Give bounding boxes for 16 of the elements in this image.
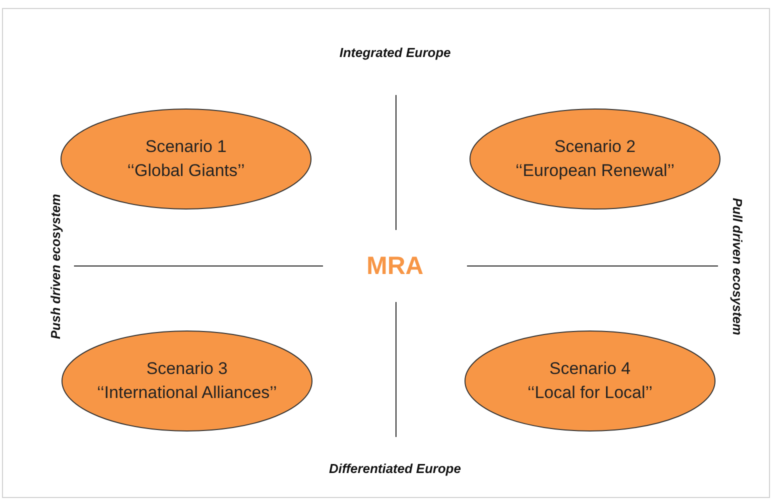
axis-label: Differentiated Europe <box>329 460 461 476</box>
axis-label: Integrated Europe <box>340 44 451 60</box>
scenario-title: Scenario 4 <box>549 358 631 380</box>
axis-label: Push driven ecosystem <box>48 193 63 339</box>
center-label: MRA <box>366 252 424 280</box>
scenario-name: ‘‘International Alliances’’ <box>97 382 277 404</box>
scenario-title: Scenario 2 <box>554 136 636 158</box>
scenario-name: ‘‘European Renewal’’ <box>515 160 675 182</box>
axis-label: Pull driven ecosystem <box>730 197 745 335</box>
scenario-ellipse <box>464 330 716 432</box>
scenario-name: ‘‘Global Giants’’ <box>127 160 245 182</box>
scenario-title: Scenario 1 <box>145 136 227 158</box>
scenario-ellipse <box>469 108 721 210</box>
scenario-ellipse <box>61 330 313 432</box>
scenario-title: Scenario 3 <box>146 358 228 380</box>
scenario-name: ‘‘Local for Local’’ <box>527 382 653 404</box>
